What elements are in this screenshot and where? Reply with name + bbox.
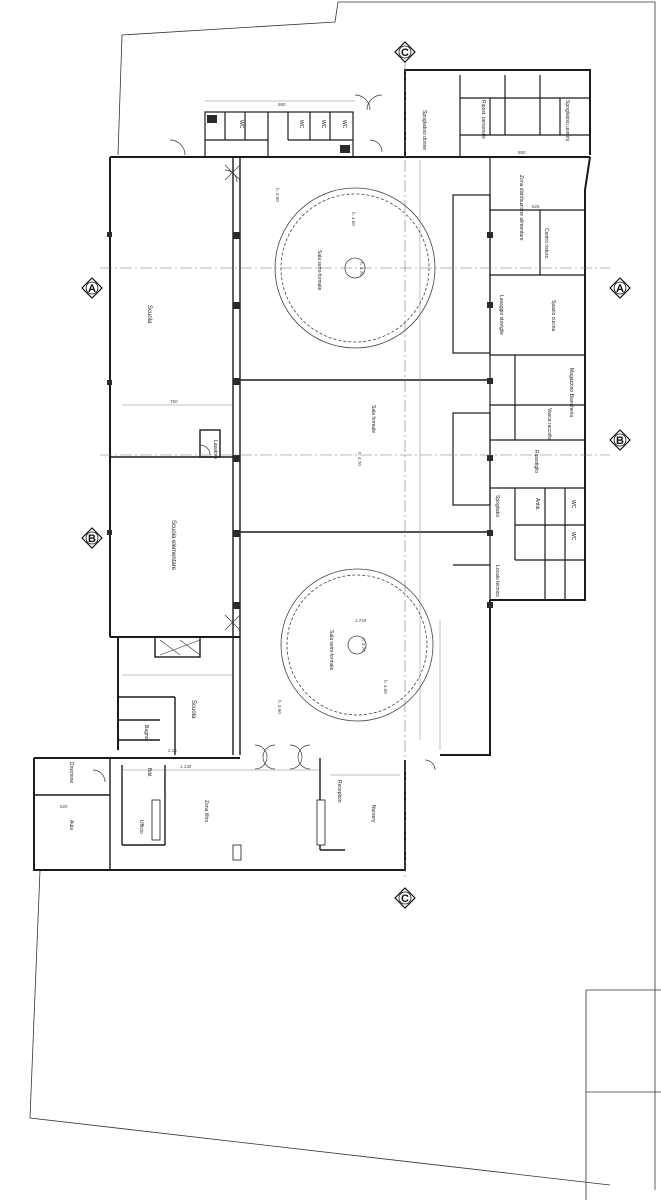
- room-wc-top-3: WC: [320, 120, 326, 129]
- marker-c-bottom-label: C: [401, 893, 409, 905]
- dim-mid: 750: [170, 399, 178, 404]
- level-left-top: h. 3.90: [275, 188, 280, 202]
- room-lavatoio: Lavatoio: [212, 440, 218, 459]
- section-marker-c-top: C: [394, 41, 416, 63]
- room-wc-2: WC: [570, 532, 576, 541]
- marker-c-top-label: C: [401, 47, 409, 59]
- room-sala-top: Sala semi-formale: [316, 250, 322, 291]
- room-spazio-cucina: Spazio cucina: [550, 300, 556, 331]
- doors: [92, 94, 436, 783]
- wc-block-top: [204, 111, 354, 158]
- room-antibagno: Antib.: [534, 498, 540, 511]
- section-marker-b-right: B: [609, 429, 631, 451]
- room-spogliatoio-donne: Spogliatoio donne: [421, 110, 427, 150]
- room-aula-1: Aula: [68, 820, 74, 830]
- level-top: h. 4.60: [351, 212, 356, 226]
- marker-a-right-label: A: [616, 283, 624, 295]
- room-nursery: Nursery: [370, 805, 376, 823]
- room-centro-ristoro: Centro ristoro: [543, 228, 549, 259]
- room-scuola: Scuola: [146, 305, 152, 324]
- level-circle-bottom: h. 4.70: [361, 638, 366, 652]
- section-marker-b-left: B: [81, 527, 103, 549]
- counters: [151, 799, 326, 861]
- dim-bottom: 1.130: [180, 764, 192, 769]
- room-bagno: Bagno: [143, 725, 149, 740]
- room-locale-tecnico: Locale tecnico: [494, 565, 500, 597]
- room-scuola-mid: Scuola elementare: [170, 520, 176, 571]
- room-scuola-low: Scuola: [190, 700, 196, 719]
- level-left-bottom: h. 3.90: [277, 700, 282, 714]
- dimension-labels: 880 850 625 750 1.720 1.130 2.14 520: [60, 102, 540, 809]
- structural-columns: [107, 115, 493, 609]
- room-vasca-raccolta: Vasca raccolta: [546, 408, 552, 441]
- dim-lower: 1.720: [355, 618, 367, 623]
- dim-top-b: 850: [518, 150, 526, 155]
- site-boundary: [29, 1, 661, 1200]
- room-ripostiglio-2: Ripostiglio: [533, 450, 539, 473]
- room-spogliatoio-uomini: Spogliatoio uomini: [564, 100, 570, 141]
- section-marker-a-left: A: [81, 277, 103, 299]
- room-wc-top-1: WC: [238, 120, 244, 129]
- room-zona-filtro: Zona filtro: [203, 800, 209, 822]
- room-ripostiglio: Ripost. personale: [480, 100, 486, 139]
- room-wc-top-4: WC: [341, 120, 347, 129]
- section-axes: [100, 60, 610, 880]
- changing-rooms-block: [459, 75, 590, 157]
- marker-a-left-label: A: [88, 283, 96, 295]
- marker-b-right-label: B: [616, 435, 624, 447]
- room-zona-distribuzione: Zona distribuzione alimentare: [518, 175, 524, 241]
- room-biblio: Bibl.: [146, 768, 152, 778]
- dim-bottom-b: 2.14: [168, 748, 177, 753]
- section-marker-c-bottom: C: [394, 887, 416, 909]
- room-sala-bottom: Sala semi-formale: [328, 630, 334, 671]
- interior-partitions: [34, 157, 490, 870]
- level-circle-top: h. 4.70: [359, 262, 364, 276]
- room-sala-mid: Sala formale: [370, 405, 376, 433]
- room-spogliatoi: Spogliatoi: [494, 495, 500, 517]
- room-labels: Spogliatoio donne Spogliatoio uomini Rip…: [68, 100, 576, 834]
- section-marker-a-right: A: [609, 277, 631, 299]
- dim-right-a: 625: [532, 204, 540, 209]
- dim-left: 520: [60, 804, 68, 809]
- dimension-lines: [122, 100, 441, 776]
- level-bottom: h. 4.60: [383, 680, 388, 694]
- room-direzione: Direzione: [68, 762, 74, 783]
- dim-top: 880: [278, 102, 286, 107]
- room-reception: Reception: [336, 780, 342, 803]
- room-ufficio: Ufficio: [138, 820, 144, 834]
- room-magazzino: Magazzino Biancheria: [568, 368, 574, 417]
- level-mid: h. 4.70: [357, 452, 362, 466]
- exterior-walls: [33, 69, 591, 871]
- level-labels: h. 4.60 h. 4.70 h. 4.70 h. 4.70 h. 4.60 …: [275, 188, 388, 714]
- room-wc-1: WC: [570, 500, 576, 509]
- room-lavaggio: Lavaggio stoviglie: [498, 295, 504, 335]
- room-wc-top-2: WC: [298, 120, 304, 129]
- marker-b-left-label: B: [88, 533, 96, 545]
- stairs: [159, 164, 241, 656]
